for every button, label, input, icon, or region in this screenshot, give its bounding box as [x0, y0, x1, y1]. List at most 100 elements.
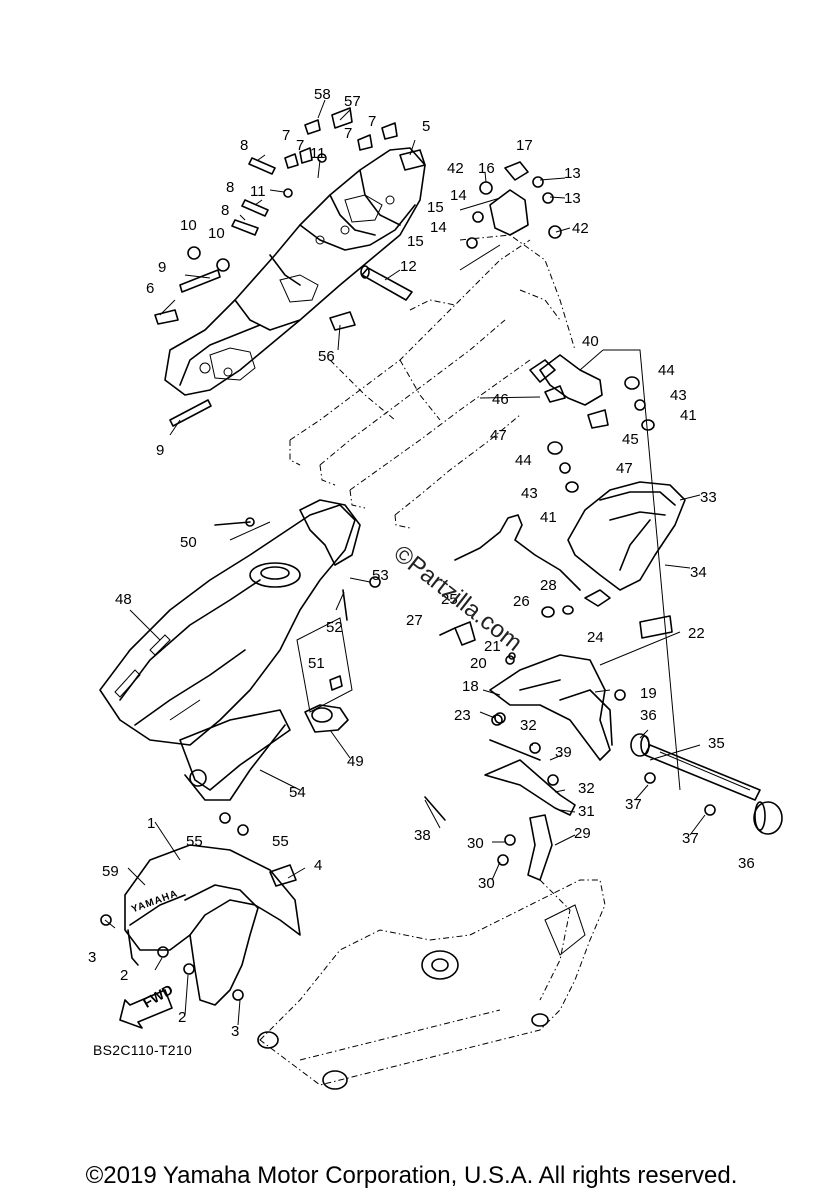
callout: 28 [540, 577, 557, 594]
cover-33 [567, 481, 686, 591]
callout: 50 [180, 534, 197, 551]
callout: 36 [640, 707, 657, 724]
callout: 15 [407, 233, 424, 250]
callout: 19 [640, 685, 657, 702]
callout: 38 [414, 827, 431, 844]
callout: 30 [478, 875, 495, 892]
callout: 18 [462, 678, 479, 695]
callout: 44 [658, 362, 675, 379]
callout: 2 [178, 1009, 186, 1026]
callout: 47 [490, 427, 507, 444]
callout: 45 [622, 431, 639, 448]
callout: 3 [88, 949, 96, 966]
callout: 43 [521, 485, 538, 502]
leader-lines [104, 99, 706, 1026]
callout: 37 [682, 830, 699, 847]
callout: 57 [344, 93, 361, 110]
callout: 49 [347, 753, 364, 770]
callout: 8 [226, 179, 234, 196]
callout: 4 [314, 857, 322, 874]
front-fender-1 [100, 844, 301, 1006]
callout: 53 [372, 567, 389, 584]
callout: 41 [680, 407, 697, 424]
callout: 54 [289, 784, 306, 801]
callout: 51 [308, 655, 325, 672]
callout: 32 [520, 717, 537, 734]
cable-and-clips [454, 514, 673, 646]
callout: 7 [296, 137, 304, 154]
brackets-29-31 [424, 739, 576, 881]
callout: 37 [625, 796, 642, 813]
callout: 47 [616, 460, 633, 477]
callout: 34 [690, 564, 707, 581]
callout: 12 [400, 258, 417, 275]
callout: 8 [221, 202, 229, 219]
callout: 2 [120, 967, 128, 984]
callout: 22 [688, 625, 705, 642]
callout: 32 [578, 780, 595, 797]
callout: 23 [454, 707, 471, 724]
callout: 7 [282, 127, 290, 144]
callout: 26 [513, 593, 530, 610]
callout: 56 [318, 348, 335, 365]
callout: 39 [555, 744, 572, 761]
callout: 33 [700, 489, 717, 506]
callout: 14 [450, 187, 467, 204]
callout: 35 [708, 735, 725, 752]
reflector-bar-35 [630, 733, 783, 835]
callout: 20 [470, 655, 487, 672]
callout: 25 [441, 591, 458, 608]
callout: 5 [422, 118, 430, 135]
callout: 59 [102, 863, 119, 880]
callout: 44 [515, 452, 532, 469]
callout: 55 [272, 833, 289, 850]
callout: 17 [516, 137, 533, 154]
diagram-code: BS2C110-T210 [93, 1042, 193, 1058]
callout: 42 [447, 160, 464, 177]
callout-labels: 58 57 7 7 7 7 5 8 11 11 8 8 10 10 9 6 9 … [88, 86, 755, 1040]
callout: 9 [156, 442, 164, 459]
hardware-upper-left [154, 107, 426, 427]
callout: 30 [467, 835, 484, 852]
callout: 10 [208, 225, 225, 242]
callout: 3 [231, 1023, 239, 1040]
callout: 9 [158, 259, 166, 276]
callout: 7 [344, 125, 352, 142]
callout: 11 [310, 145, 326, 162]
license-bracket-18 [489, 652, 626, 761]
callout: 46 [492, 391, 509, 408]
callout: 27 [406, 612, 423, 629]
callout: 15 [427, 199, 444, 216]
callout: 41 [540, 509, 557, 526]
callout: 1 [147, 815, 155, 832]
callout: 7 [368, 113, 376, 130]
rear-fender-48 [99, 499, 361, 801]
main-frame-drawing [289, 234, 576, 529]
rear-frame-drawing [164, 147, 426, 396]
callout: 21 [484, 638, 501, 655]
callout: 40 [582, 333, 599, 350]
callout: 11 [250, 183, 266, 200]
callout: 52 [326, 619, 343, 636]
callout: 31 [578, 803, 595, 820]
fwd-arrow [119, 989, 173, 1029]
copyright-notice: ©2019 Yamaha Motor Corporation, U.S.A. A… [85, 1162, 738, 1189]
callout: 29 [574, 825, 591, 842]
callout: 43 [670, 387, 687, 404]
callout: 10 [180, 217, 197, 234]
callout: 24 [587, 629, 604, 646]
callout: 16 [478, 160, 495, 177]
callout: 14 [430, 219, 447, 236]
callout: 8 [240, 137, 248, 154]
callout: 6 [146, 280, 154, 297]
callout: 36 [738, 855, 755, 872]
swing-arm-drawing [257, 879, 606, 1090]
parts-49-51-52 [296, 589, 353, 733]
callout: 48 [115, 591, 132, 608]
callout: 55 [186, 833, 203, 850]
tube-12 [360, 265, 413, 301]
callout: 13 [564, 190, 581, 207]
callout: 42 [572, 220, 589, 237]
callout: 58 [314, 86, 331, 103]
